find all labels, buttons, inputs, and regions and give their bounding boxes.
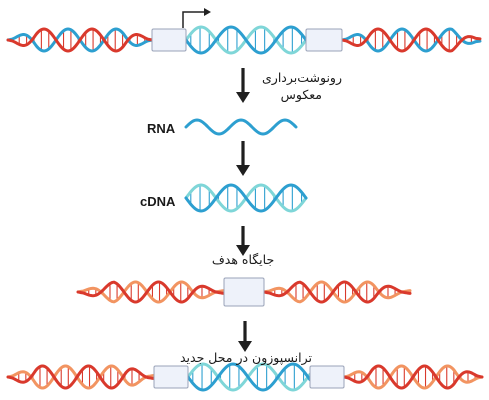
- down-arrow-icon-3: [236, 226, 250, 256]
- new-location-right-box: [309, 365, 345, 389]
- genomic-dna-right-flank: [340, 27, 482, 53]
- target-dna-right: [262, 280, 412, 304]
- target-site-box: [223, 277, 265, 307]
- helix-front-strand: [184, 183, 308, 213]
- reverse-transcription-label-line2: معکوس: [280, 87, 322, 102]
- transposon-left-ltr-box: [151, 28, 187, 52]
- new-location-left-flank: [6, 364, 156, 390]
- arrow-head: [236, 245, 250, 256]
- cdna-helix: [184, 183, 308, 213]
- helix-back-strand: [186, 362, 312, 392]
- cdna-label: cDNA: [140, 194, 176, 209]
- transposon-right-ltr-box: [305, 28, 343, 52]
- down-arrow-icon-2: [236, 141, 250, 176]
- arrow-head: [236, 92, 250, 103]
- helix-front-strand: [6, 364, 156, 390]
- down-arrow-icon-4: [238, 321, 252, 352]
- target-dna-left: [76, 280, 226, 304]
- promoter-arrow-line: [182, 11, 206, 28]
- transposon-helix: [184, 25, 308, 55]
- genomic-dna-left-flank: [6, 27, 154, 53]
- helix-back-strand: [6, 364, 156, 390]
- helix-front-strand: [6, 27, 154, 53]
- arrow-head: [236, 165, 250, 176]
- helix-front-strand: [184, 25, 308, 55]
- down-arrow-icon-1: [236, 68, 250, 103]
- helix-front-strand: [342, 364, 484, 390]
- new-location-right-flank: [342, 364, 484, 390]
- promoter-arrow-icon: [182, 8, 211, 28]
- reverse-transcription-label-line1: رونوشت‌برداری: [262, 70, 342, 85]
- rna-label: RNA: [147, 121, 176, 136]
- helix-front-strand: [186, 362, 312, 392]
- target-site-label: جایگاه هدف: [211, 252, 275, 267]
- helix-front-strand: [340, 27, 482, 53]
- promoter-arrow-head: [204, 8, 211, 16]
- helix-back-strand: [76, 280, 226, 304]
- helix-back-strand: [340, 27, 482, 53]
- new-location-left-box: [153, 365, 189, 389]
- helix-back-strand: [262, 280, 412, 304]
- helix-front-strand: [76, 280, 226, 304]
- arrow-head: [238, 341, 252, 352]
- new-location-label: ترانسپوزون در محل جدید: [179, 350, 313, 365]
- rna-strand: [184, 118, 298, 136]
- helix-front-strand: [262, 280, 412, 304]
- new-location-transposon: [186, 362, 312, 392]
